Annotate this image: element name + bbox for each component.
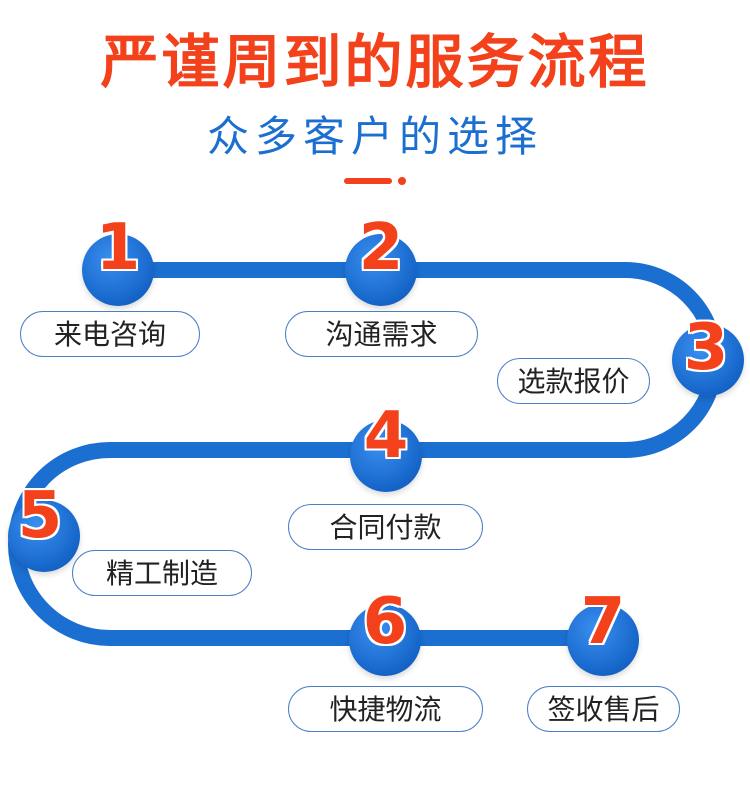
step-5-label: 精工制造 bbox=[72, 550, 252, 596]
step-5-number: 5 bbox=[17, 479, 63, 553]
step-6-number: 6 bbox=[362, 585, 408, 659]
title-divider bbox=[344, 178, 392, 184]
step-6-node bbox=[349, 604, 421, 676]
step-1-node bbox=[82, 234, 154, 306]
step-1-number: 1 bbox=[95, 211, 141, 285]
step-7-label: 签收售后 bbox=[527, 686, 680, 732]
step-2-label: 沟通需求 bbox=[285, 311, 478, 357]
page-title: 严谨周到的服务流程 bbox=[100, 28, 650, 96]
step-4-label: 合同付款 bbox=[288, 504, 483, 550]
step-2-number: 2 bbox=[358, 211, 404, 285]
step-6-label: 快捷物流 bbox=[288, 686, 483, 732]
title-divider-dot bbox=[398, 177, 406, 185]
step-2-node bbox=[345, 234, 417, 306]
step-4-number: 4 bbox=[363, 399, 409, 473]
step-7-number: 7 bbox=[580, 585, 626, 659]
step-3-label: 选款报价 bbox=[497, 358, 650, 404]
step-3-node bbox=[672, 324, 744, 396]
step-3-number: 3 bbox=[683, 311, 729, 385]
page-subtitle: 众多客户的选择 bbox=[206, 112, 543, 161]
step-7-node bbox=[567, 604, 639, 676]
step-1-label: 来电咨询 bbox=[20, 311, 200, 357]
step-5-node bbox=[8, 500, 80, 572]
step-4-node bbox=[350, 420, 422, 492]
